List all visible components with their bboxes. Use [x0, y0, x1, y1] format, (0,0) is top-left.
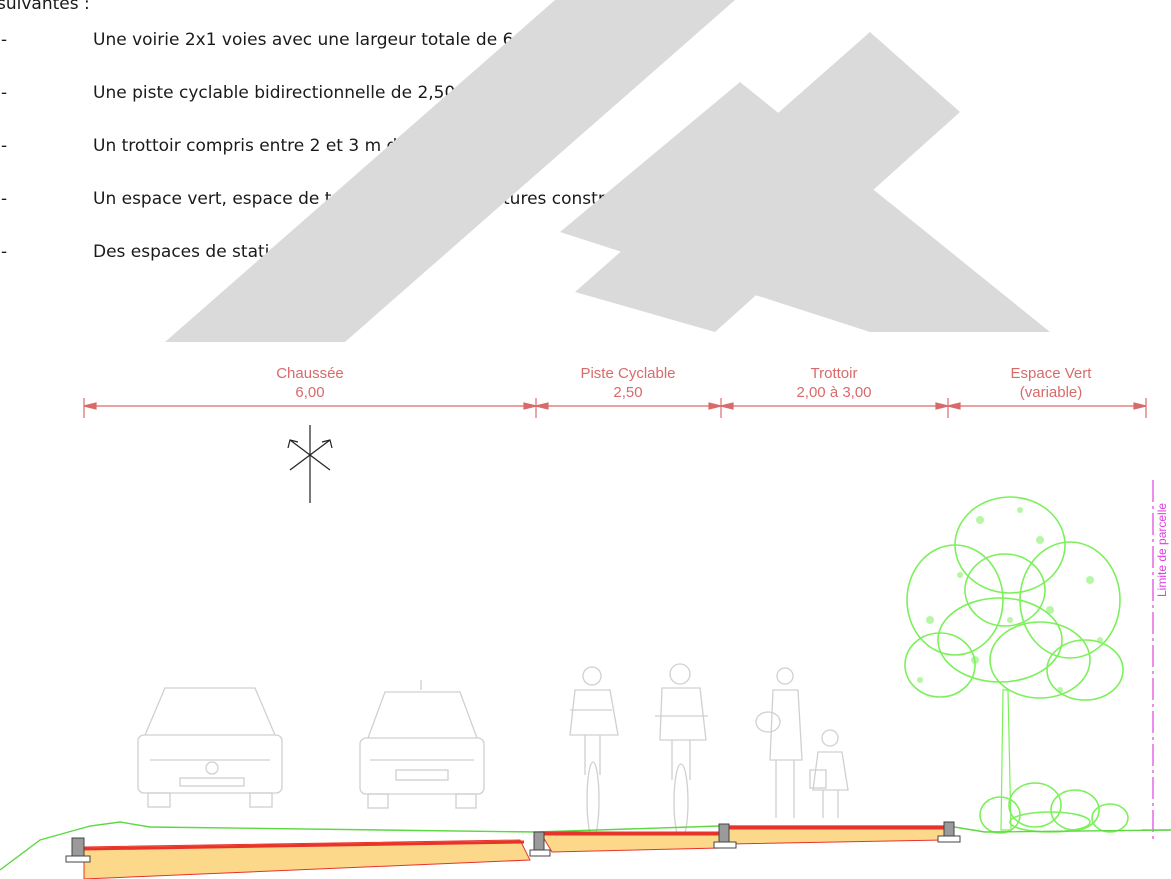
pedestrian-icon — [809, 729, 849, 818]
watermark — [165, 0, 1050, 342]
list-item: - Un trottoir compris entre 2 et 3 m de l… — [0, 134, 900, 162]
pavement-layers — [83, 825, 949, 879]
traffic-direction-icon — [287, 425, 333, 503]
zone-label-espace-vert: Espace Vert — [1011, 365, 1093, 382]
list-item: - Une voirie 2x1 voies avec une largeur t… — [0, 28, 900, 56]
zone-label-piste-cyclable: Piste Cyclable — [580, 365, 675, 382]
cyclist-icon — [569, 666, 619, 839]
intro-text: suivantes : — [0, 0, 90, 14]
bullet-text: Un trottoir compris entre 2 et 3 m de la… — [93, 136, 468, 156]
tree-icon — [904, 496, 1124, 831]
zone-width-chaussee: 6,00 — [295, 384, 324, 401]
curb-icons — [65, 821, 961, 863]
bullet-dash: - — [1, 136, 8, 156]
pedestrian-icon — [755, 667, 803, 818]
bullet-dash: - — [1, 189, 8, 209]
bullet-dash: - — [1, 83, 8, 103]
car-icon — [359, 680, 485, 809]
zone-width-piste-cyclable: 2,50 — [613, 384, 642, 401]
zone-width-trottoir: 2,00 à 3,00 — [796, 384, 871, 401]
dimension-lines — [83, 398, 1147, 418]
ground-line — [0, 821, 1171, 871]
bullet-dash: - — [1, 242, 8, 262]
zone-label-trottoir: Trottoir — [811, 365, 858, 382]
property-limit-label: Limite de parcelle — [1155, 503, 1169, 597]
zone-label-chaussee: Chaussée — [276, 365, 344, 382]
zone-width-espace-vert: (variable) — [1020, 384, 1083, 401]
bullet-text: Une voirie 2x1 voies avec une largeur to… — [93, 30, 547, 50]
bullet-dash: - — [1, 30, 8, 50]
bush-icon — [979, 782, 1129, 834]
car-icon — [137, 687, 283, 808]
cyclist-icon — [655, 663, 708, 841]
